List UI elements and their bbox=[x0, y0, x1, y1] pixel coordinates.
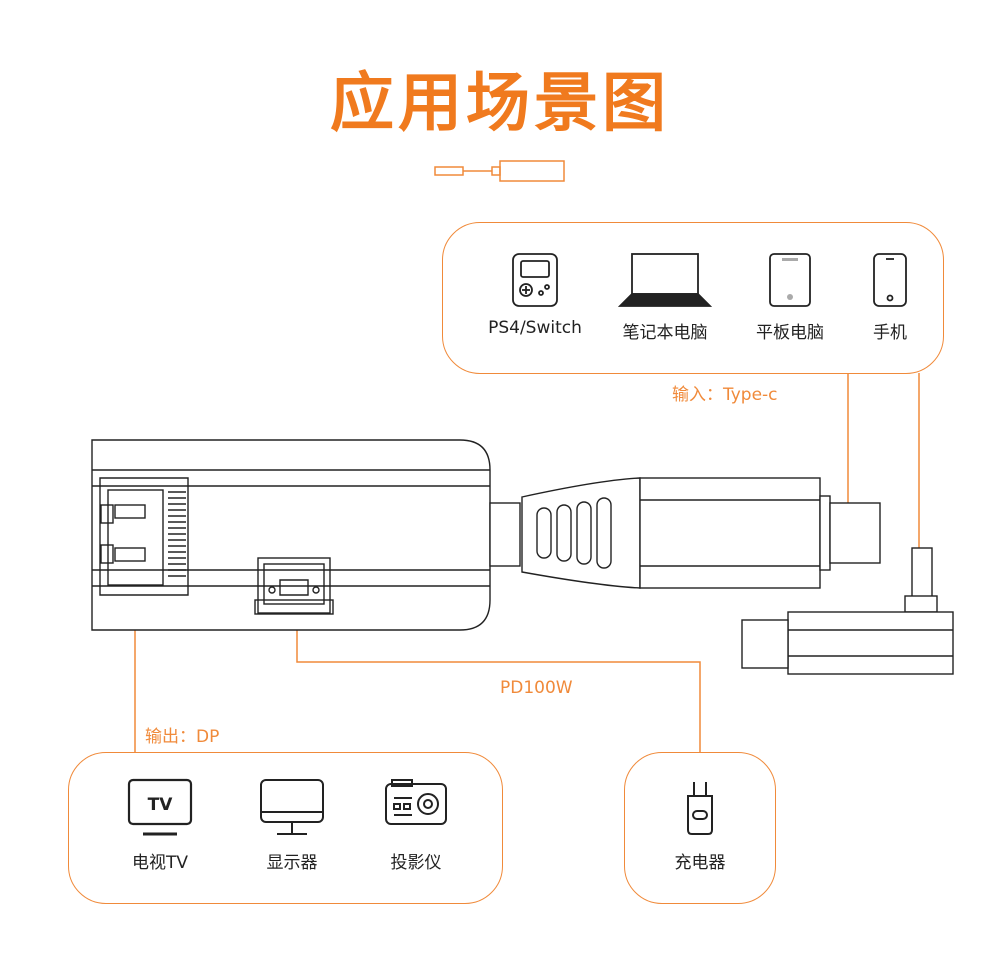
device-tablet: 平板电脑 bbox=[740, 252, 840, 343]
device-monitor: 显示器 bbox=[232, 778, 352, 873]
adapter-body bbox=[91, 439, 954, 675]
tv-icon: TV bbox=[127, 778, 193, 836]
power-line bbox=[296, 605, 701, 752]
laptop-icon bbox=[618, 253, 712, 307]
device-label: 投影仪 bbox=[390, 853, 442, 873]
output-connection-label: 输出：DP bbox=[145, 727, 220, 747]
cable-decoration-icon bbox=[434, 160, 565, 182]
device-label: 手机 bbox=[873, 323, 907, 343]
game-console-icon bbox=[512, 253, 558, 307]
monitor-icon bbox=[260, 779, 324, 835]
charger-box bbox=[624, 752, 776, 904]
device-phone: 手机 bbox=[850, 252, 930, 343]
device-label: 显示器 bbox=[266, 853, 318, 873]
tablet-icon bbox=[769, 253, 811, 307]
output-devices-box bbox=[68, 752, 503, 904]
charger-icon bbox=[687, 782, 713, 835]
device-game-console: PS4/Switch bbox=[470, 252, 600, 338]
device-label: 充电器 bbox=[674, 853, 726, 873]
power-connection-label: PD100W bbox=[500, 678, 573, 698]
device-charger: 充电器 bbox=[640, 780, 760, 873]
phone-icon bbox=[873, 253, 907, 307]
svg-text:TV: TV bbox=[148, 795, 174, 815]
page-title: 应用场景图 bbox=[330, 67, 670, 141]
device-laptop: 笔记本电脑 bbox=[605, 252, 725, 343]
device-label: 电视TV bbox=[131, 853, 188, 873]
device-label: 平板电脑 bbox=[756, 323, 824, 343]
device-projector: 投影仪 bbox=[356, 778, 476, 873]
input-connection-label: 输入：Type-c bbox=[672, 385, 778, 405]
device-tv: TV 电视TV bbox=[100, 778, 220, 873]
projector-icon bbox=[385, 779, 447, 825]
device-label: 笔记本电脑 bbox=[622, 323, 708, 343]
device-label: PS4/Switch bbox=[488, 318, 582, 338]
